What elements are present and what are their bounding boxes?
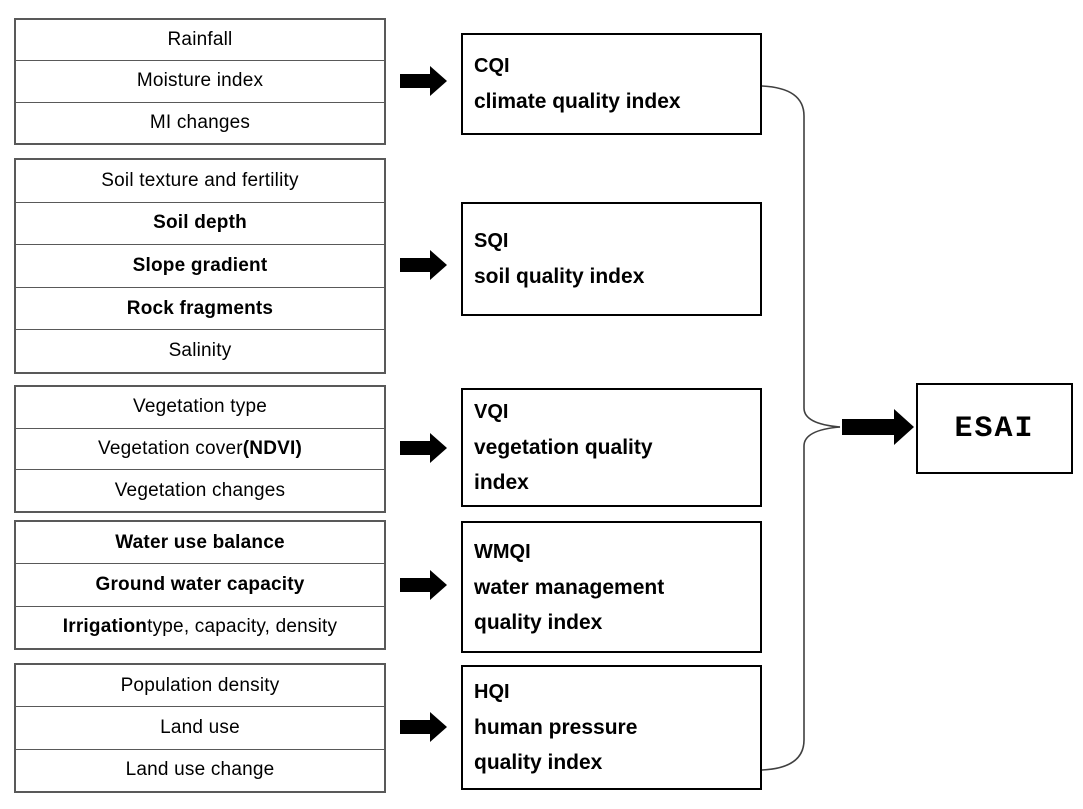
indicator-text: Population density [120, 674, 280, 696]
indicator-text: Vegetation type [133, 396, 267, 418]
indicator-row: Vegetation cover (NDVI) [16, 427, 384, 470]
indicator-text: Moisture index [136, 70, 264, 92]
indicator-text: Soil depth [153, 212, 247, 234]
indicator-row: Water use balance [16, 522, 384, 563]
esai-label: ESAI [954, 411, 1035, 446]
hqi-box: HQI human pressure quality index [461, 665, 762, 790]
sqi-acronym: SQI [474, 230, 509, 252]
indicator-row: Rock fragments [16, 286, 384, 330]
indicator-text: Slope gradient [132, 254, 268, 276]
cqi-name: climate quality index [474, 90, 681, 113]
hqi-name: human pressure quality index [474, 716, 638, 774]
esai-box: ESAI [916, 383, 1073, 474]
vqi-name: vegetation quality index [474, 436, 653, 494]
hqi-acronym: HQI [474, 681, 510, 703]
indicator-row: Soil texture and fertility [16, 160, 384, 202]
indicator-text: Soil texture and fertility [101, 169, 299, 191]
indicator-row: Vegetation type [16, 387, 384, 428]
indicator-row: Rainfall [16, 20, 384, 60]
arrow-water-icon [400, 570, 447, 600]
indicator-text: type, capacity, density [147, 616, 338, 638]
indicator-row: Land use change [16, 748, 384, 791]
arrow-vegetation-icon [400, 433, 447, 463]
cqi-acronym: CQI [474, 55, 510, 77]
indicator-row: Irrigation type, capacity, density [16, 605, 384, 648]
indicator-text: Vegetation cover [98, 438, 243, 459]
indicator-row: Ground water capacity [16, 563, 384, 605]
indicator-row: Slope gradient [16, 244, 384, 287]
indicator-text: MI changes [149, 111, 251, 133]
vqi-box: VQI vegetation quality index [461, 388, 762, 507]
arrow-human-icon [400, 712, 447, 742]
indicator-text: Water use balance [115, 531, 285, 553]
indicator-text: Vegetation changes [114, 479, 286, 501]
indicator-text: Salinity [168, 340, 232, 362]
indicator-row: Soil depth [16, 201, 384, 245]
sqi-box: SQI soil quality index [461, 202, 762, 316]
indicator-row: Vegetation changes [16, 469, 384, 511]
indicator-text: Rainfall [167, 29, 233, 51]
indicator-text: Rock fragments [126, 297, 274, 319]
indicator-text: Land use [160, 716, 240, 738]
indicator-text: Ground water capacity [95, 573, 305, 595]
arrow-climate-icon [400, 66, 447, 96]
indicator-row: Population density [16, 665, 384, 706]
indicator-text: Land use change [125, 759, 275, 781]
arrow-esai-icon [842, 409, 914, 445]
cqi-box: CQI climate quality index [461, 33, 762, 135]
indicator-row: Salinity [16, 329, 384, 372]
vqi-acronym: VQI [474, 401, 509, 423]
indicator-row: Land use [16, 706, 384, 748]
indicator-text: Irrigation [62, 616, 148, 638]
indicator-row: Moisture index [16, 60, 384, 101]
arrow-soil-icon [400, 250, 447, 280]
wmqi-name: water management quality index [474, 575, 665, 634]
indicator-row: MI changes [16, 101, 384, 143]
wmqi-acronym: WMQI [474, 540, 531, 563]
sqi-name: soil quality index [474, 265, 645, 288]
wmqi-box: WMQI water management quality index [461, 521, 762, 653]
indicator-text: (NDVI) [242, 438, 302, 459]
